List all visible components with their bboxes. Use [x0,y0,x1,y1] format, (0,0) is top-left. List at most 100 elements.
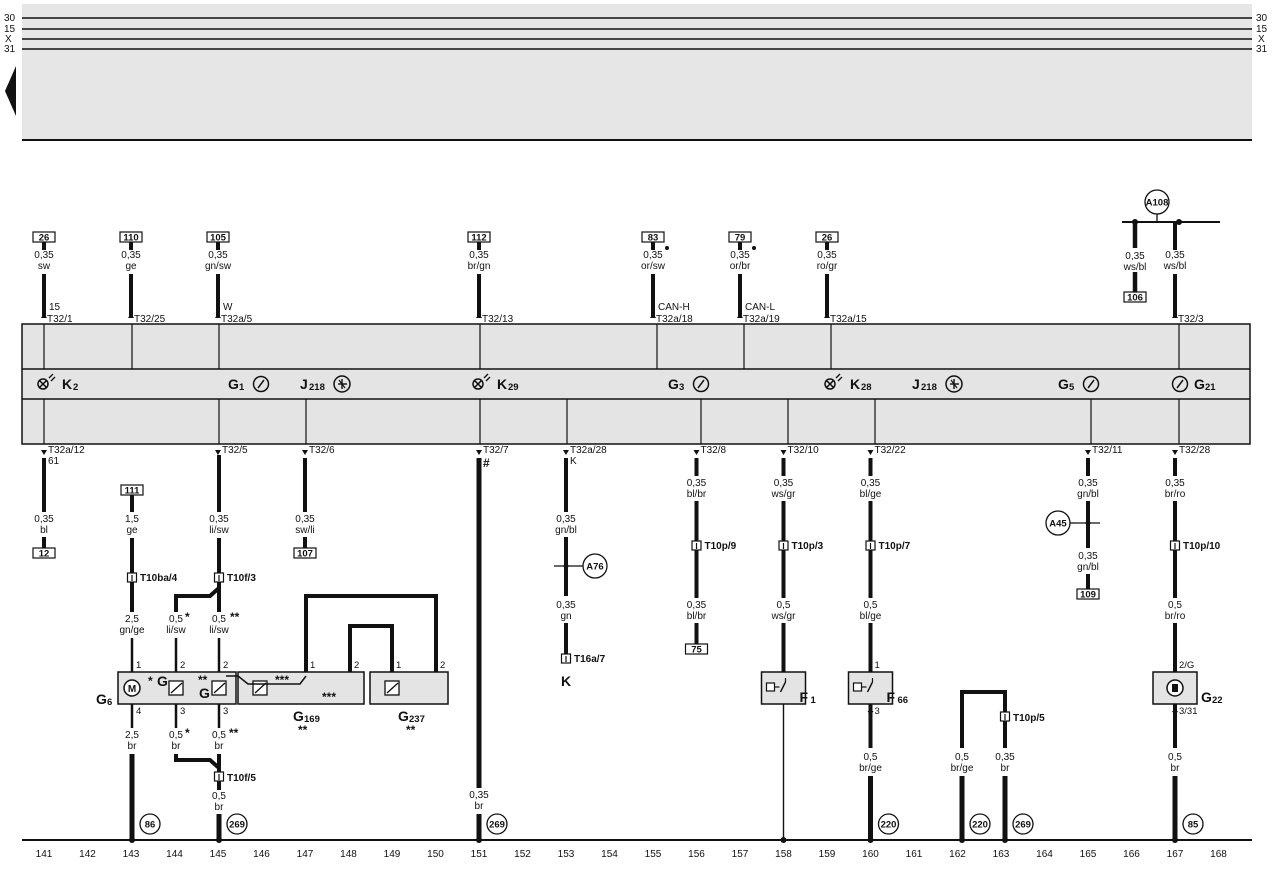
a45-label: A45 [1049,519,1067,530]
wire-color: gn [560,611,571,622]
rail-x-label-right: X [1258,34,1265,45]
g-sender-label: G [157,673,168,689]
ground-ref-269[interactable]: 269 [229,820,245,831]
previous-page-arrow-icon[interactable] [5,66,16,116]
wire-color: li/sw [209,525,229,536]
warning-lamp-k28: K 28 [824,373,872,393]
ground-ref-circle[interactable] [1182,813,1204,835]
wire-color: bl [40,525,48,536]
gauge-g1: G 1 [228,375,270,393]
ref-106[interactable]: 106 [1127,293,1143,304]
arrow-icon [476,313,482,318]
pin-label: T32/28 [1179,445,1211,456]
arrow-icon [737,313,743,318]
motor-icon: M [123,679,141,697]
star-mark: ** [406,723,416,737]
wire-gauge: 0,35 [209,514,229,525]
ground-ref-269[interactable]: 269 [489,820,505,831]
control-unit-icon [945,375,963,393]
pin-label: T32a/12 [48,445,85,456]
gauge-g3: G 3 [668,375,710,393]
ground-ref-circle[interactable] [877,813,900,835]
a108-gauge: 0,35 [1125,251,1145,262]
wire-gauge: 0,35 [730,250,750,261]
ground-ref-circle[interactable] [486,813,508,835]
g169-label: G [293,708,304,724]
ground-ref-86[interactable]: 86 [145,820,156,831]
column-number: 150 [427,849,444,860]
connector-icon [213,771,225,782]
g21-subscript: 21 [1205,382,1216,393]
ground-ref-circle[interactable] [139,813,161,835]
sender-g237-box [369,671,449,705]
gauge-icon [1082,375,1100,393]
ref-107[interactable]: 107 [297,549,313,560]
ref-75[interactable]: 75 [691,645,702,656]
rail-15-label: 15 [4,24,16,35]
ref-box[interactable] [684,643,709,655]
arrow-icon [867,450,874,455]
wire-gauge: 0,35 [1165,250,1185,261]
column-number: 145 [210,849,227,860]
column-number: 160 [862,849,879,860]
terminal-label: 61 [48,456,60,467]
wire-color: bl/ge [860,611,882,622]
connector-label: T10ba/4 [140,573,178,584]
wire-color: gn/sw [205,261,232,272]
ref-109[interactable]: 109 [1080,590,1096,601]
ref-box[interactable] [1123,291,1147,303]
column-number: 166 [1123,849,1140,860]
ref-79[interactable]: 79 [735,233,746,244]
g22-subscript: 22 [1212,695,1223,706]
ground-ref-circle[interactable] [1012,813,1034,835]
ref-box[interactable] [293,547,317,559]
wire-color: br/gn [468,261,491,272]
column-number: 156 [688,849,705,860]
k2-subscript: 2 [73,382,78,393]
ref-box[interactable] [32,547,56,559]
wire-color: br [128,741,138,752]
ref-26[interactable]: 26 [39,233,50,244]
ground-ref-85[interactable]: 85 [1188,820,1199,831]
control-unit-icon [333,375,351,393]
wire-color: br [215,741,225,752]
terminal-label: CAN-H [658,302,690,313]
wire-gauge: 0,35 [817,250,837,261]
ref-26[interactable]: 26 [822,233,833,244]
ref-83[interactable]: 83 [648,233,659,244]
ref-box[interactable] [1076,588,1100,600]
wire-gauge: 0,35 [1078,551,1098,562]
wire-gauge: 0,35 [643,250,663,261]
wire-color: br [1171,763,1181,774]
wire-color: bl/br [687,611,707,622]
ref-105[interactable]: 105 [210,233,227,244]
column-number: 158 [775,849,792,860]
arrow-icon [824,313,830,318]
ground-ref-circle[interactable] [226,813,248,835]
j218-label: J [912,376,920,392]
wire-color: li/sw [166,625,186,636]
shield-dot [665,246,669,250]
ground-ref-269[interactable]: 269 [1015,820,1031,831]
wire-gauge: 0,5 [212,614,226,625]
terminal-label: W [223,302,233,313]
wire-color: bl/br [687,489,707,500]
k29-label: K [497,376,507,392]
ref-12[interactable]: 12 [39,549,50,560]
ref-111[interactable]: 111 [125,486,141,497]
pin-label: T32/25 [134,314,166,325]
ref-110[interactable]: 110 [123,233,138,244]
ground-ref-220[interactable]: 220 [972,820,988,831]
ref-112[interactable]: 112 [471,233,486,244]
g5-label: G [1058,376,1069,392]
f1-subscript: 1 [811,695,817,706]
ground-ref-220[interactable]: 220 [881,820,897,831]
ground-ref-circle[interactable] [969,813,991,835]
wire-gauge: 0,35 [556,514,576,525]
pin-3: 3 [180,706,185,717]
